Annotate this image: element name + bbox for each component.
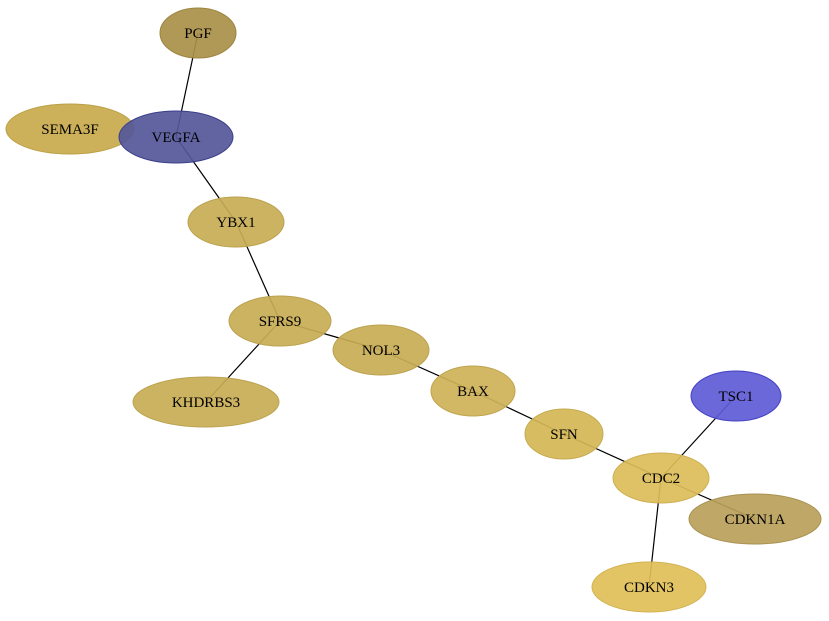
node-sema3f[interactable]: SEMA3F (5, 103, 135, 155)
node-label: SEMA3F (41, 122, 99, 138)
node-nol3[interactable]: NOL3 (332, 324, 430, 376)
node-cdkn3[interactable]: CDKN3 (591, 561, 707, 613)
node-label: PGF (184, 26, 212, 42)
node-ellipse (132, 376, 280, 428)
node-ellipse (118, 110, 234, 164)
node-ellipse (690, 370, 782, 422)
node-cdc2[interactable]: CDC2 (612, 452, 710, 504)
node-vegfa[interactable]: VEGFA (118, 110, 234, 164)
node-label: CDKN1A (725, 512, 786, 528)
node-pgf[interactable]: PGF (159, 7, 237, 59)
node-cdkn1a[interactable]: CDKN1A (688, 493, 822, 545)
node-bax[interactable]: BAX (430, 365, 516, 417)
node-ellipse (612, 452, 710, 504)
node-ellipse (524, 408, 604, 460)
node-label: SFN (550, 427, 578, 443)
node-label: CDKN3 (624, 580, 674, 596)
node-ellipse (228, 295, 332, 347)
node-label: NOL3 (362, 343, 400, 359)
node-ellipse (591, 561, 707, 613)
node-khdrbs3[interactable]: KHDRBS3 (132, 376, 280, 428)
node-label: CDC2 (642, 471, 680, 487)
node-label: YBX1 (216, 215, 255, 231)
node-ellipse (430, 365, 516, 417)
node-label: KHDRBS3 (172, 395, 240, 411)
node-ybx1[interactable]: YBX1 (187, 196, 285, 248)
node-label: SFRS9 (259, 314, 302, 330)
node-label: TSC1 (718, 389, 753, 405)
node-sfn[interactable]: SFN (524, 408, 604, 460)
node-ellipse (688, 493, 822, 545)
node-sfrs9[interactable]: SFRS9 (228, 295, 332, 347)
node-label: VEGFA (152, 130, 201, 146)
node-ellipse (332, 324, 430, 376)
node-tsc1[interactable]: TSC1 (690, 370, 782, 422)
node-label: BAX (457, 384, 489, 400)
node-ellipse (159, 7, 237, 59)
node-ellipse (187, 196, 285, 248)
